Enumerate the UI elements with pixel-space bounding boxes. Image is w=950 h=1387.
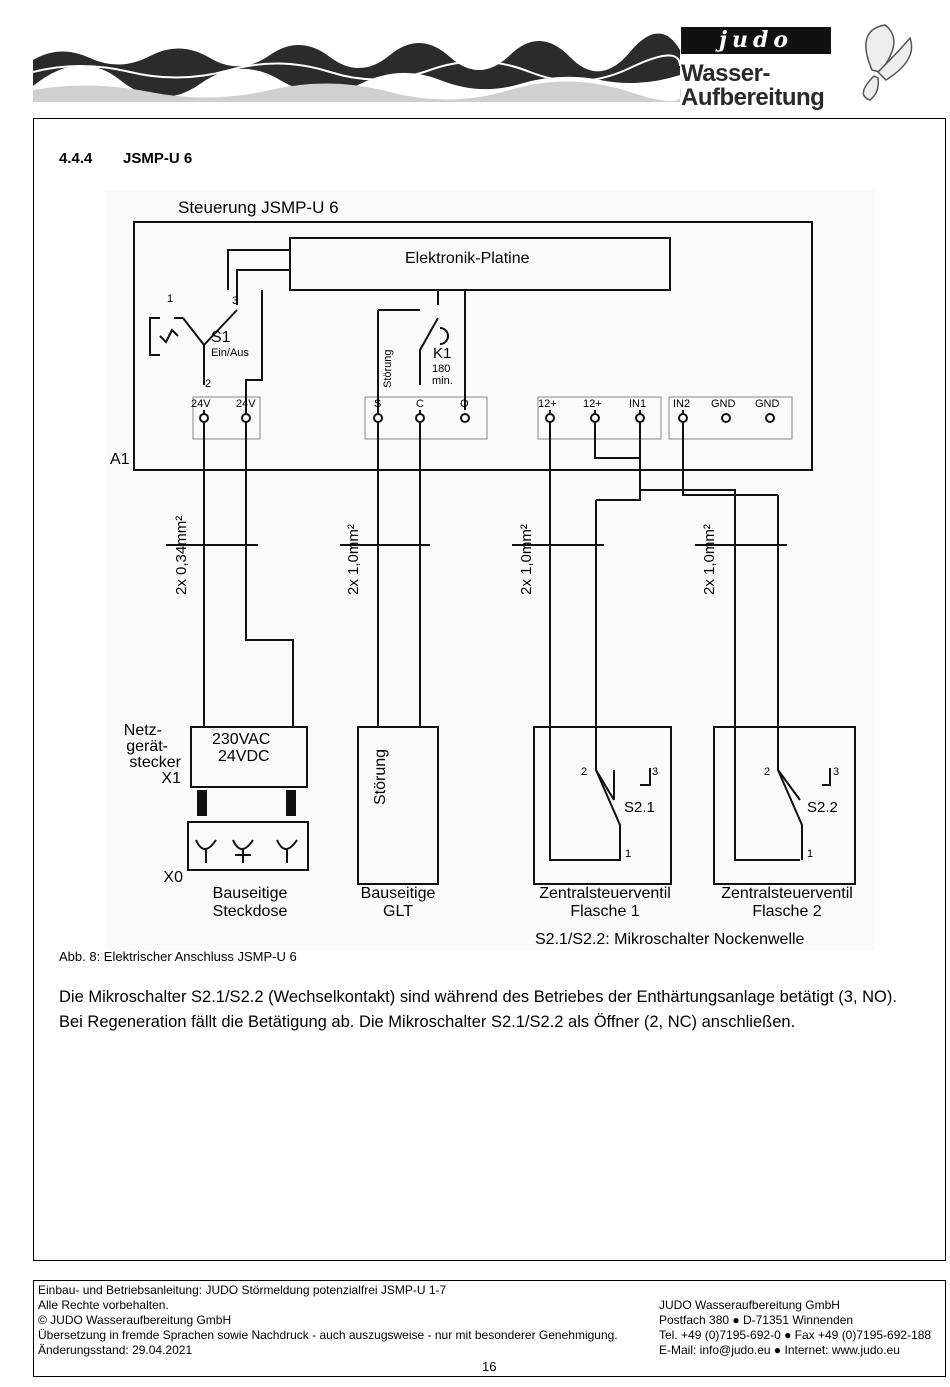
header-wave-banner: [32, 24, 913, 102]
terminal-label: GND: [755, 398, 780, 410]
valve2-label-1: Zentralsteuerventil: [721, 885, 853, 902]
body-paragraph: Die Mikroschalter S2.1/S2.2 (Wechselkont…: [59, 988, 897, 1031]
relay-stoerung-label: Störung: [382, 349, 394, 388]
glt-label-1: Bauseitige: [361, 885, 436, 902]
diagram-note: S2.1/S2.2: Mikroschalter Nockenwelle: [535, 931, 805, 948]
cable-spec-3: 2x 1,0mm²: [518, 524, 535, 595]
relay-time-value: 180: [432, 363, 450, 375]
diagram-title: Steuerung JSMP-U 6: [178, 198, 339, 217]
brand-line-2: Aufbereitung: [681, 84, 825, 111]
terminal-label: GND: [711, 398, 736, 410]
cable-spec-4: 2x 1,0mm²: [701, 524, 718, 595]
psu-x1: X1: [161, 770, 181, 787]
valve1-pin-3: 3: [652, 766, 658, 778]
psu-label-3: stecker: [129, 754, 181, 771]
valve1-label-2: Flasche 1: [570, 903, 639, 920]
cable-spec-2: 2x 1,0mm²: [345, 524, 362, 595]
glt-box-label: Störung: [372, 749, 389, 805]
s1-pin-1: 1: [167, 293, 173, 305]
section-title: JSMP-U 6: [123, 150, 193, 167]
butterfly-icon: [862, 24, 913, 101]
figure-caption: Abb. 8: Elektrischer Anschluss JSMP-U 6: [59, 949, 297, 964]
terminal-label: 24V: [191, 398, 211, 410]
valve1-label-1: Zentralsteuerventil: [539, 885, 671, 902]
valve2-pin-3: 3: [833, 766, 839, 778]
psu-label-2: gerät-: [126, 738, 168, 755]
switch-s1-label: S1: [211, 329, 231, 346]
cable-spec-1: 2x 0,34mm²: [173, 516, 190, 595]
s1-pin-2: 2: [205, 378, 211, 390]
page-number: 16: [482, 1359, 497, 1374]
footer-right-line-3: Tel. +49 (0)7195-692-0 ● Fax +49 (0)7195…: [659, 1328, 932, 1342]
terminal-label: 24V: [236, 398, 256, 410]
terminal-label: C: [416, 398, 424, 410]
terminal-label: IN1: [629, 398, 646, 410]
s1-pin-3: 3: [232, 295, 238, 307]
terminal-label: O: [460, 398, 469, 410]
wiring-diagram: Steuerung JSMP-U 6 Elektronik-Platine A1…: [105, 190, 875, 950]
terminal-label: IN2: [673, 398, 690, 410]
psu-box-text-1: 230VAC: [212, 731, 270, 748]
footer-left-line-5: Änderungsstand: 29.04.2021: [38, 1343, 193, 1357]
a1-label: A1: [110, 451, 130, 468]
valve2-pin-2: 2: [764, 766, 770, 778]
socket-x0: X0: [163, 869, 183, 886]
brand-line-1: Wasser-: [681, 60, 770, 87]
footer-left-line-1: Einbau- und Betriebsanleitung: JUDO Stör…: [38, 1283, 447, 1297]
terminal-label: 12+: [538, 398, 557, 410]
relay-k1-label: K1: [433, 345, 451, 362]
section-number: 4.4.4: [59, 150, 93, 167]
valve2-label-2: Flasche 2: [752, 903, 821, 920]
footer-left-line-3: © JUDO Wasseraufbereitung GmbH: [38, 1313, 232, 1327]
glt-label-2: GLT: [383, 903, 413, 920]
board-label: Elektronik-Platine: [405, 250, 530, 267]
footer-left-line-2: Alle Rechte vorbehalten.: [38, 1298, 169, 1312]
valve2-switch-label: S2.2: [807, 799, 838, 816]
switch-s1-sublabel: Ein/Aus: [211, 347, 249, 359]
brand-logo: judo Wasser- Aufbereitung: [681, 27, 831, 112]
footer-left-line-4: Übersetzung in fremde Sprachen sowie Nac…: [38, 1328, 618, 1342]
psu-box-text-2: 24VDC: [218, 748, 270, 765]
footer-right-line-1: JUDO Wasseraufbereitung GmbH: [659, 1298, 840, 1312]
valve2-pin-1: 1: [807, 848, 813, 860]
valve1-pin-1: 1: [625, 848, 631, 860]
judo-logo-mark: judo: [681, 27, 831, 54]
section-heading: 4.4.4 JSMP-U 6: [59, 150, 192, 167]
content-frame: [33, 118, 946, 1261]
footer-frame: [33, 1280, 946, 1377]
socket-label-2: Steckdose: [213, 903, 288, 920]
terminal-label: 12+: [583, 398, 602, 410]
valve1-switch-label: S2.1: [624, 799, 655, 816]
psu-label-1: Netz-: [124, 722, 162, 739]
footer-right-line-2: Postfach 380 ● D-71351 Winnenden: [659, 1313, 854, 1327]
relay-time-unit: min.: [432, 375, 453, 387]
socket-label-1: Bauseitige: [213, 885, 288, 902]
terminal-label: S: [374, 398, 381, 410]
footer-right-line-4: E-Mail: info@judo.eu ● Internet: www.jud…: [659, 1343, 900, 1357]
valve1-pin-2: 2: [581, 766, 587, 778]
